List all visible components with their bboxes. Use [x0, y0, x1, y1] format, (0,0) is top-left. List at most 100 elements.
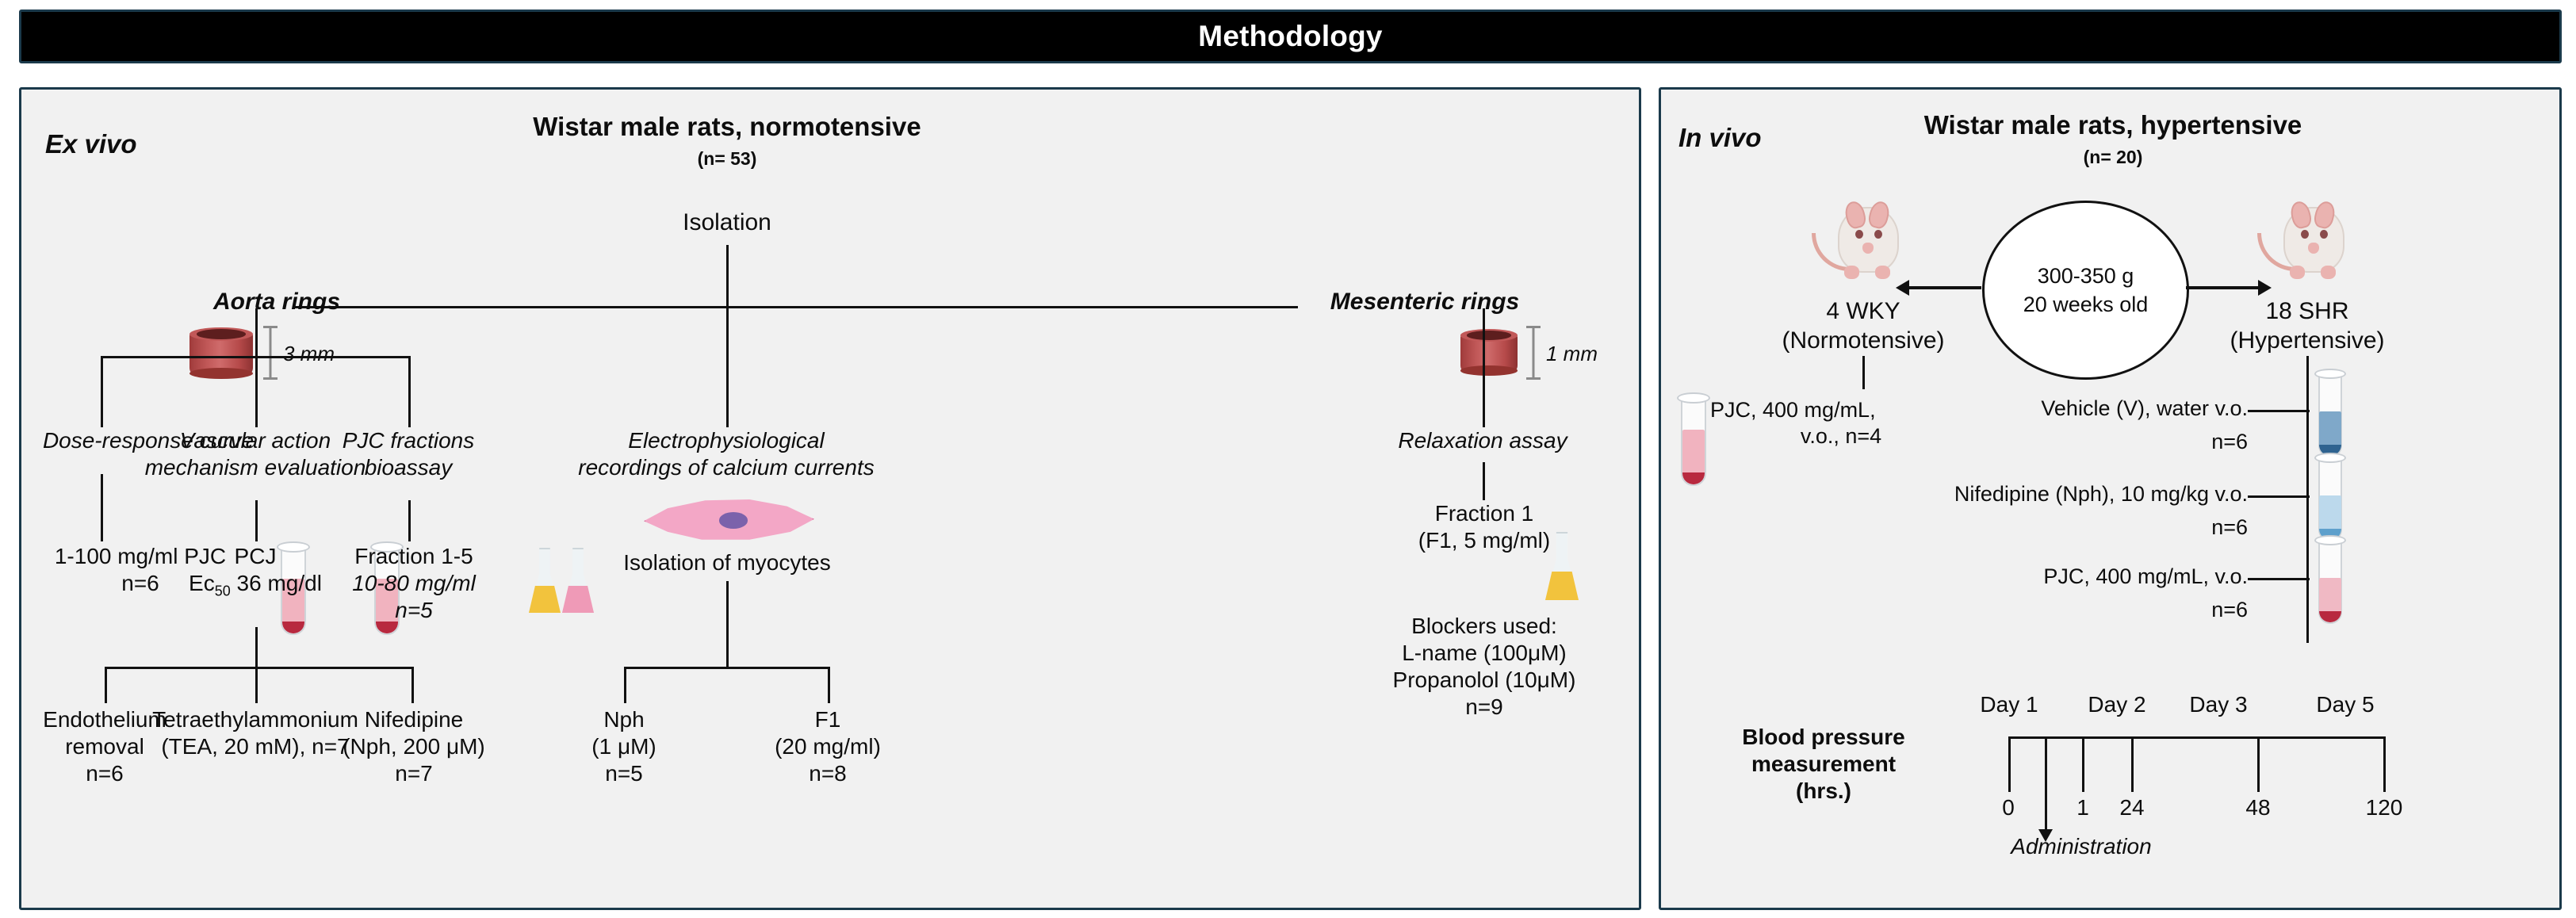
- in-vivo-header-title: Wistar male rats, hypertensive: [1923, 110, 2302, 140]
- treatment-n-0: n=6: [2211, 430, 2248, 453]
- treatment-connector-2: [2248, 578, 2310, 580]
- timeline-day-1: Day 2: [2088, 692, 2146, 717]
- vascular-sub-bus: [105, 667, 414, 669]
- branch-line-relaxation: [1483, 308, 1485, 427]
- mesenteric-caliper-icon: [1526, 326, 1541, 380]
- myocyte-cell-icon: [644, 495, 814, 545]
- page-title: Methodology: [1198, 20, 1383, 52]
- aorta-ring-graphic: [189, 327, 253, 380]
- vascular-branch-label: Vascular action mechanism evaluation: [144, 428, 366, 480]
- fraction15-values: Fraction 1-5 10-80 mg/ml n=5: [352, 544, 476, 623]
- ex-vivo-header: Wistar male rats, normotensive (n= 53): [370, 113, 1084, 170]
- timeline-tick-24: [2131, 736, 2134, 792]
- treatment-connector-0: [2248, 410, 2310, 412]
- timeline-hour-24: 24: [2119, 795, 2145, 820]
- timeline-day-0: Day 1: [1980, 692, 2038, 717]
- dose-test-tube-icon: [277, 541, 310, 635]
- electro-sub-drop: [726, 581, 729, 668]
- timeline-tick-1: [2082, 736, 2084, 792]
- isolation-label: Isolation: [683, 209, 771, 235]
- wky-treatment-line: [1862, 356, 1865, 389]
- age-value: 20 weeks old: [2023, 293, 2149, 316]
- nifedipine-leaf: Nifedipine (Nph, 200 μM) n=7: [343, 707, 485, 786]
- treatment-tube-1: [2314, 453, 2346, 541]
- dose-values: 1-100 mg/ml PJC n=6: [54, 544, 227, 596]
- mesenteric-size-label: 1 mm: [1546, 342, 1598, 365]
- treatment-n-2: n=6: [2211, 598, 2248, 622]
- aorta-rings-label: Aorta rings: [212, 289, 341, 315]
- treatment-label-1: Nifedipine (Nph), 10 mg/kg v.o.: [1954, 482, 2248, 506]
- shr-treatment-stem: [2306, 356, 2309, 389]
- dose-leaf-line: [101, 474, 103, 541]
- trunk-line: [726, 245, 729, 308]
- vascular-leaf-line: [255, 500, 258, 541]
- rat-wky-icon: [1812, 193, 1911, 280]
- branch-line-electro: [726, 308, 729, 427]
- shr-group-label: 18 SHR (Hypertensive): [2230, 298, 2385, 354]
- in-vivo-panel: In vivo Wistar male rats, hypertensive (…: [1659, 87, 2562, 910]
- in-vivo-header: Wistar male rats, hypertensive (n= 20): [1804, 110, 2422, 168]
- treatment-label-2: PJC, 400 mg/mL, v.o.: [2043, 564, 2248, 588]
- vessel-spine-line: [295, 306, 1298, 308]
- isolation-of-myocytes-label: Isolation of myocytes: [623, 550, 831, 575]
- pjc-fractions-branch-label: PJC fractions bioassay: [342, 428, 475, 480]
- f1-line: [828, 667, 830, 703]
- treatment-n-1: n=6: [2211, 515, 2248, 539]
- branch-line-vascular: [255, 356, 258, 427]
- branch-line-dose: [101, 356, 103, 427]
- nph-leaf: Nph (1 μM) n=5: [591, 707, 656, 786]
- treatment-connector-1: [2248, 495, 2310, 498]
- tea-line: [255, 667, 258, 703]
- mesenteric-ring-graphic: [1460, 329, 1518, 377]
- endothelium-leaf: Endothelium removal n=6: [43, 707, 167, 786]
- aorta-size-label: 3 mm: [283, 342, 335, 365]
- timeline-day-3: Day 5: [2316, 692, 2375, 717]
- fraction15-flask-pink-icon: [562, 548, 594, 613]
- treatment-tube-2: [2314, 535, 2346, 624]
- weight-age-oval: 300-350 g 20 weeks old: [1982, 201, 2189, 380]
- in-vivo-tag: In vivo: [1678, 123, 1762, 152]
- timeline-tick-48: [2257, 736, 2260, 792]
- arrow-to-shr: [2186, 280, 2272, 296]
- wky-pjc-test-tube-icon: [1677, 392, 1710, 486]
- shr-treatment-bracket: [2306, 389, 2309, 643]
- timeline-hour-120: 120: [2365, 795, 2403, 820]
- administration-arrow: [2038, 736, 2053, 842]
- wky-group-label: 4 WKY (Normotensive): [1782, 298, 1945, 354]
- in-vivo-header-n: (n= 20): [2083, 146, 2143, 167]
- blockers-block: Blockers used: L-name (100μM) Propanolol…: [1392, 614, 1576, 720]
- timeline-hour-1: 1: [2076, 795, 2089, 820]
- pjc-leaf-line: [408, 500, 411, 541]
- f1-leaf: F1 (20 mg/ml) n=8: [775, 707, 881, 786]
- fraction1-values: Fraction 1 (F1, 5 mg/ml): [1418, 501, 1551, 553]
- weight-value: 300-350 g: [2037, 263, 2134, 288]
- aorta-drop-line: [255, 308, 258, 358]
- branch-line-pjc: [408, 356, 411, 427]
- methodology-title-bar: Methodology: [19, 10, 2562, 63]
- mesenteric-rings-label: Mesenteric rings: [1330, 289, 1520, 315]
- ex-vivo-panel: Ex vivo Wistar male rats, normotensive (…: [19, 87, 1641, 910]
- pcj-test-tube-icon: [370, 541, 404, 635]
- electro-branch-label: Electrophysiological recordings of calci…: [578, 428, 875, 480]
- nph-line: [624, 667, 626, 703]
- arrow-to-wky: [1896, 280, 1981, 296]
- ex-vivo-tag: Ex vivo: [45, 129, 137, 159]
- administration-label: Administration: [2011, 834, 2152, 859]
- relaxation-branch-label: Relaxation assay: [1398, 428, 1567, 453]
- rat-shr-icon: [2257, 193, 2356, 280]
- relaxation-leaf-line: [1483, 462, 1485, 500]
- ex-vivo-header-title: Wistar male rats, normotensive: [533, 112, 921, 141]
- wky-treatment-label: PJC, 400 mg/mL, v.o., n=4: [1710, 398, 1882, 448]
- fraction1-flask-icon: [1545, 532, 1579, 600]
- treatment-label-0: Vehicle (V), water v.o.: [2041, 396, 2248, 420]
- blood-pressure-timeline: Day 1 Day 2 Day 3 Day 5 0 1 24 48 120 Ad…: [1970, 692, 2501, 874]
- timeline-rail: [2008, 736, 2386, 739]
- timeline-day-2: Day 3: [2189, 692, 2248, 717]
- timeline-hour-48: 48: [2245, 795, 2271, 820]
- timeline-tick-120: [2383, 736, 2386, 792]
- vascular-sub-drop: [255, 627, 258, 668]
- tea-leaf: Tetraethylammonium (TEA, 20 mM), n=7: [152, 707, 358, 759]
- timeline-hour-0: 0: [2002, 795, 2015, 820]
- timeline-tick-0: [2008, 736, 2011, 792]
- pcj-values: PCJ Ec50 36 mg/dl: [132, 543, 378, 601]
